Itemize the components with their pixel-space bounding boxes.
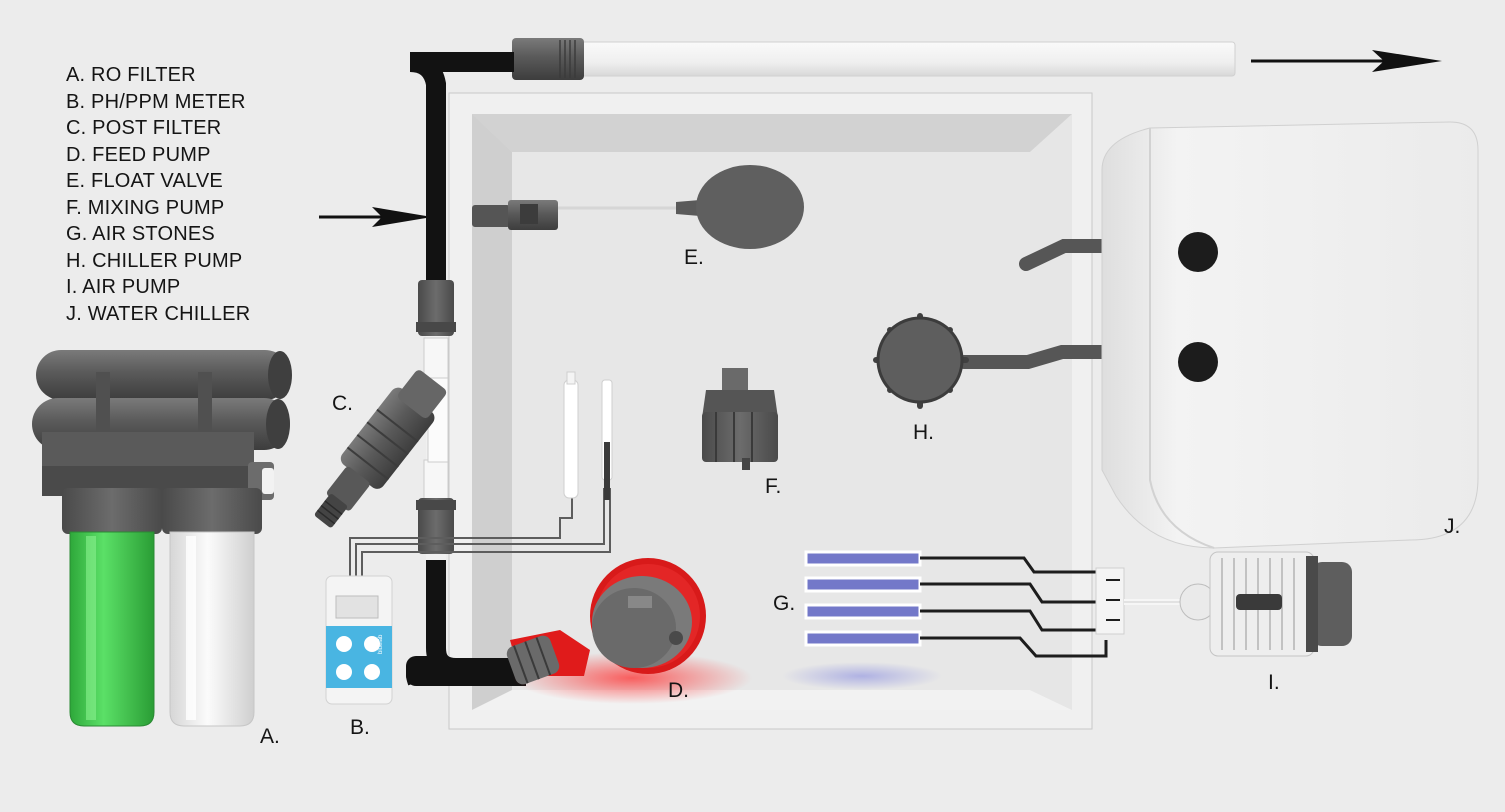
component-legend: A. RO FILTER B. PH/PPM METER C. POST FIL…	[66, 62, 250, 327]
inflow-arrow	[319, 207, 432, 227]
legend-item-ph-ppm-meter: B. PH/PPM METER	[66, 90, 246, 113]
supply-pipe	[406, 52, 526, 686]
callout-a: A.	[260, 725, 280, 748]
feed-pump	[506, 558, 752, 704]
callout-h: H.	[913, 421, 934, 444]
callout-d: D.	[668, 679, 689, 702]
callout-i: I.	[1268, 671, 1280, 694]
legend-item-mixing-pump: F. MIXING PUMP	[66, 196, 225, 219]
legend-item-feed-pump: D. FEED PUMP	[66, 143, 211, 166]
ro-filter	[32, 350, 292, 727]
legend-item-air-stones: G. AIR STONES	[66, 223, 215, 245]
ph-ppm-meter: bluelab	[325, 488, 611, 705]
legend-item-chiller-pump: H. CHILLER PUMP	[66, 249, 243, 272]
callout-b: B.	[350, 716, 370, 739]
water-chiller	[1101, 121, 1479, 549]
legend-item-post-filter: C. POST FILTER	[66, 117, 222, 139]
callout-e: E.	[684, 246, 704, 269]
meter-brand-label: bluelab	[378, 634, 384, 654]
legend-item-ro-filter: A. RO FILTER	[66, 64, 196, 86]
legend-item-float-valve: E. FLOAT VALVE	[66, 170, 223, 192]
probes	[563, 371, 613, 500]
callout-j: J.	[1444, 515, 1461, 538]
outlet-pipe	[410, 38, 1236, 80]
callout-f: F.	[765, 475, 782, 498]
post-filter	[314, 370, 447, 528]
mixing-pump	[702, 368, 778, 470]
callout-g: G.	[773, 592, 796, 615]
callout-c: C.	[332, 392, 353, 415]
legend-item-water-chiller: J. WATER CHILLER	[66, 302, 251, 325]
float-valve	[472, 165, 804, 249]
air-stones	[782, 550, 1125, 690]
outflow-arrow	[1251, 50, 1442, 72]
air-pump	[1124, 551, 1352, 657]
legend-item-air-pump: I. AIR PUMP	[66, 276, 181, 298]
